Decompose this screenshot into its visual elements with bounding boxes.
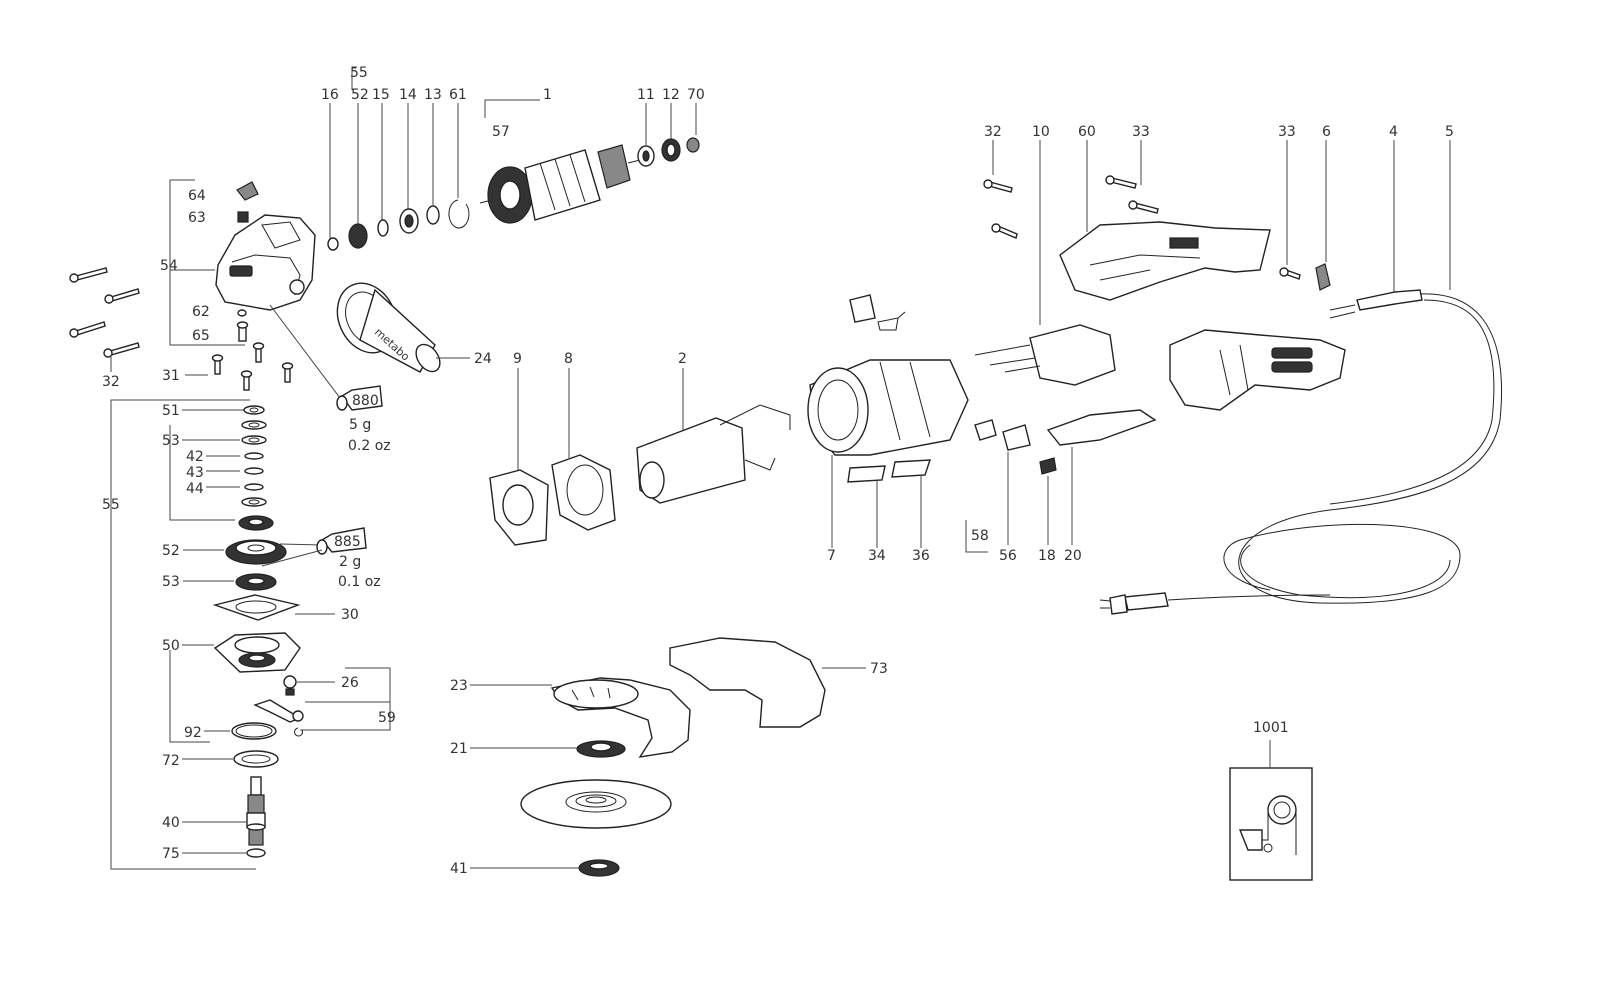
label-15: 15	[372, 87, 390, 103]
label-1001: 1001	[1253, 720, 1289, 736]
label-5: 5	[1445, 124, 1454, 140]
wiring-diagram-1001	[1229, 740, 1313, 881]
gear-head-group	[69, 179, 383, 411]
spindle-lock-cap-64	[236, 181, 259, 201]
label-24: 24	[474, 351, 492, 367]
switch-lever-20	[1046, 409, 1157, 446]
bearing-flange-50	[213, 632, 301, 673]
label-880: 880	[352, 393, 379, 409]
gasket-30	[212, 594, 301, 621]
label-885-weight: 0.1 oz	[338, 574, 381, 590]
label-59: 59	[378, 710, 396, 726]
guard-cover-73	[669, 637, 826, 728]
spring-63	[237, 211, 249, 223]
label-8: 8	[564, 351, 573, 367]
label-885: 885	[334, 534, 361, 550]
handle-housing	[1169, 329, 1346, 411]
label-73: 73	[870, 661, 888, 677]
screws-32-left	[69, 267, 140, 358]
label-72: 72	[162, 753, 180, 769]
grinding-disc	[520, 779, 672, 829]
spindle-40	[246, 776, 266, 846]
side-handle-24: metabo	[336, 282, 470, 373]
label-13: 13	[424, 87, 442, 103]
label-52: 52	[162, 543, 180, 559]
label-30: 30	[341, 607, 359, 623]
armature-group	[327, 67, 700, 251]
label-885-amount: 2 g	[339, 554, 361, 570]
label-64: 64	[188, 188, 206, 204]
label-70: 70	[687, 87, 705, 103]
label-18: 18	[1038, 548, 1056, 564]
label-34: 34	[868, 548, 886, 564]
motor-housing-7	[807, 359, 969, 456]
label-57: 57	[492, 124, 510, 140]
label-41: 41	[450, 861, 468, 877]
label-32-left: 32	[102, 374, 120, 390]
guard-group	[470, 637, 866, 877]
label-55-left: 55	[102, 497, 120, 513]
screws-31	[211, 342, 294, 391]
label-50: 50	[162, 638, 180, 654]
electronics-10	[974, 324, 1116, 386]
label-4: 4	[1389, 124, 1398, 140]
label-53-top: 53	[162, 433, 180, 449]
label-9: 9	[513, 351, 522, 367]
label-12: 12	[662, 87, 680, 103]
label-92: 92	[184, 725, 202, 741]
label-14: 14	[399, 87, 417, 103]
field-stator-2	[636, 404, 791, 504]
part-labels: 55 16 52 15 14 13 61 1 57 11 12 70 64 63…	[102, 65, 1454, 877]
label-60: 60	[1078, 124, 1096, 140]
label-56: 56	[999, 548, 1017, 564]
label-44: 44	[186, 481, 204, 497]
label-58: 58	[971, 528, 989, 544]
fan-baffle-8	[551, 454, 616, 531]
switch-group	[849, 140, 1157, 553]
label-42: 42	[186, 449, 204, 465]
label-16: 16	[321, 87, 339, 103]
label-53: 53	[162, 574, 180, 590]
grease-tube-880	[336, 385, 383, 411]
label-2: 2	[678, 351, 687, 367]
label-33-left: 33	[1132, 124, 1150, 140]
label-31: 31	[162, 368, 180, 384]
label-55-top: 55	[350, 65, 368, 81]
label-43: 43	[186, 465, 204, 481]
spindle-stack-group	[110, 399, 391, 870]
label-63: 63	[188, 210, 206, 226]
housing-half-60	[1059, 221, 1271, 301]
motor-group	[489, 359, 969, 548]
bevel-gear-52	[225, 539, 287, 565]
label-6: 6	[1322, 124, 1331, 140]
armature-1	[479, 144, 641, 224]
label-880-weight: 0.2 oz	[348, 438, 391, 454]
label-65: 65	[192, 328, 210, 344]
label-54: 54	[160, 258, 178, 274]
label-20: 20	[1064, 548, 1082, 564]
label-40: 40	[162, 815, 180, 831]
label-52-top: 52	[351, 87, 369, 103]
label-1: 1	[543, 87, 552, 103]
label-23: 23	[450, 678, 468, 694]
label-11: 11	[637, 87, 655, 103]
label-51: 51	[162, 403, 180, 419]
label-32-top: 32	[984, 124, 1002, 140]
label-33-right: 33	[1278, 124, 1296, 140]
label-7: 7	[827, 548, 836, 564]
power-cord-5	[1099, 289, 1502, 615]
label-62: 62	[192, 304, 210, 320]
label-26: 26	[341, 675, 359, 691]
label-10: 10	[1032, 124, 1050, 140]
label-61: 61	[449, 87, 467, 103]
rear-housing-group	[983, 140, 1502, 615]
label-36: 36	[912, 548, 930, 564]
label-75: 75	[162, 846, 180, 862]
gear-housing-54	[215, 214, 316, 311]
label-880-amount: 5 g	[349, 417, 371, 433]
label-21: 21	[450, 741, 468, 757]
